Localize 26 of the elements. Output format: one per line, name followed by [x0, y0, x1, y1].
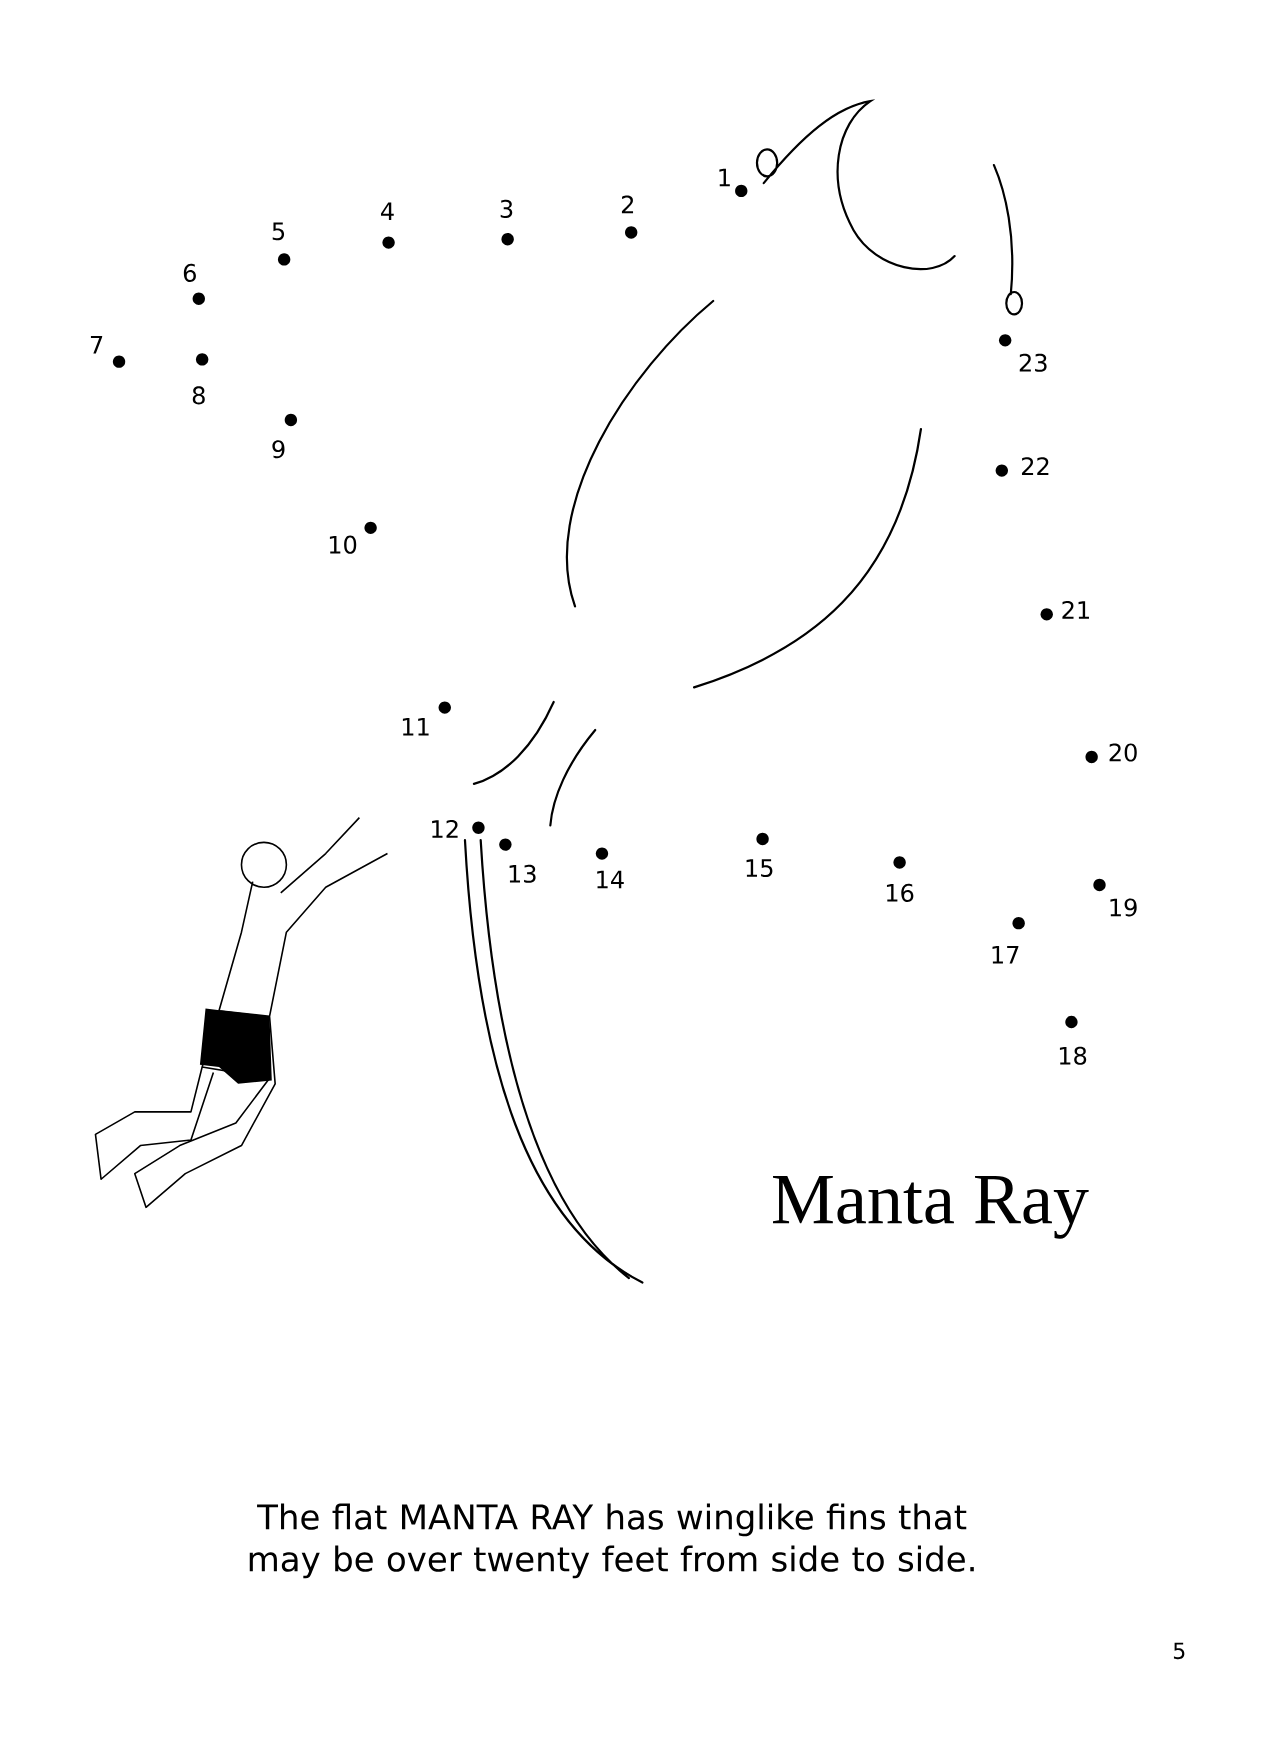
- dot-number: 5: [272, 222, 284, 241]
- dot-number: 3: [500, 199, 513, 218]
- dot-number: 7: [90, 336, 102, 354]
- dot-number: 17: [992, 945, 1019, 964]
- dot-number: 1: [719, 168, 730, 187]
- dot-number: 8: [192, 386, 205, 405]
- dot-number: 22: [1021, 457, 1049, 475]
- title: Manta Ray: [772, 1176, 1089, 1239]
- dot-number: 12: [431, 819, 458, 838]
- dot-number: 2: [621, 195, 633, 214]
- dot-number: 10: [329, 535, 357, 554]
- dot-number: 18: [1059, 1046, 1087, 1065]
- caption: The flat MANTA RAY has winglike fins that may be over twenty feet from side to side.: [249, 1503, 974, 1579]
- dot-number: 20: [1109, 743, 1137, 762]
- dot-number: 13: [509, 864, 536, 883]
- dot-number: 15: [746, 859, 773, 878]
- dot-number: 19: [1110, 898, 1137, 917]
- page-number: 5: [1173, 1642, 1185, 1660]
- dot-number: 4: [380, 202, 394, 220]
- dot-number: 23: [1019, 353, 1047, 372]
- dot-number: 9: [272, 440, 285, 459]
- dot-number: 14: [597, 870, 624, 889]
- dot-number: 11: [402, 717, 429, 736]
- dot-number: 21: [1062, 600, 1089, 619]
- dot-number: 16: [886, 883, 914, 902]
- dot-number: 6: [183, 263, 196, 282]
